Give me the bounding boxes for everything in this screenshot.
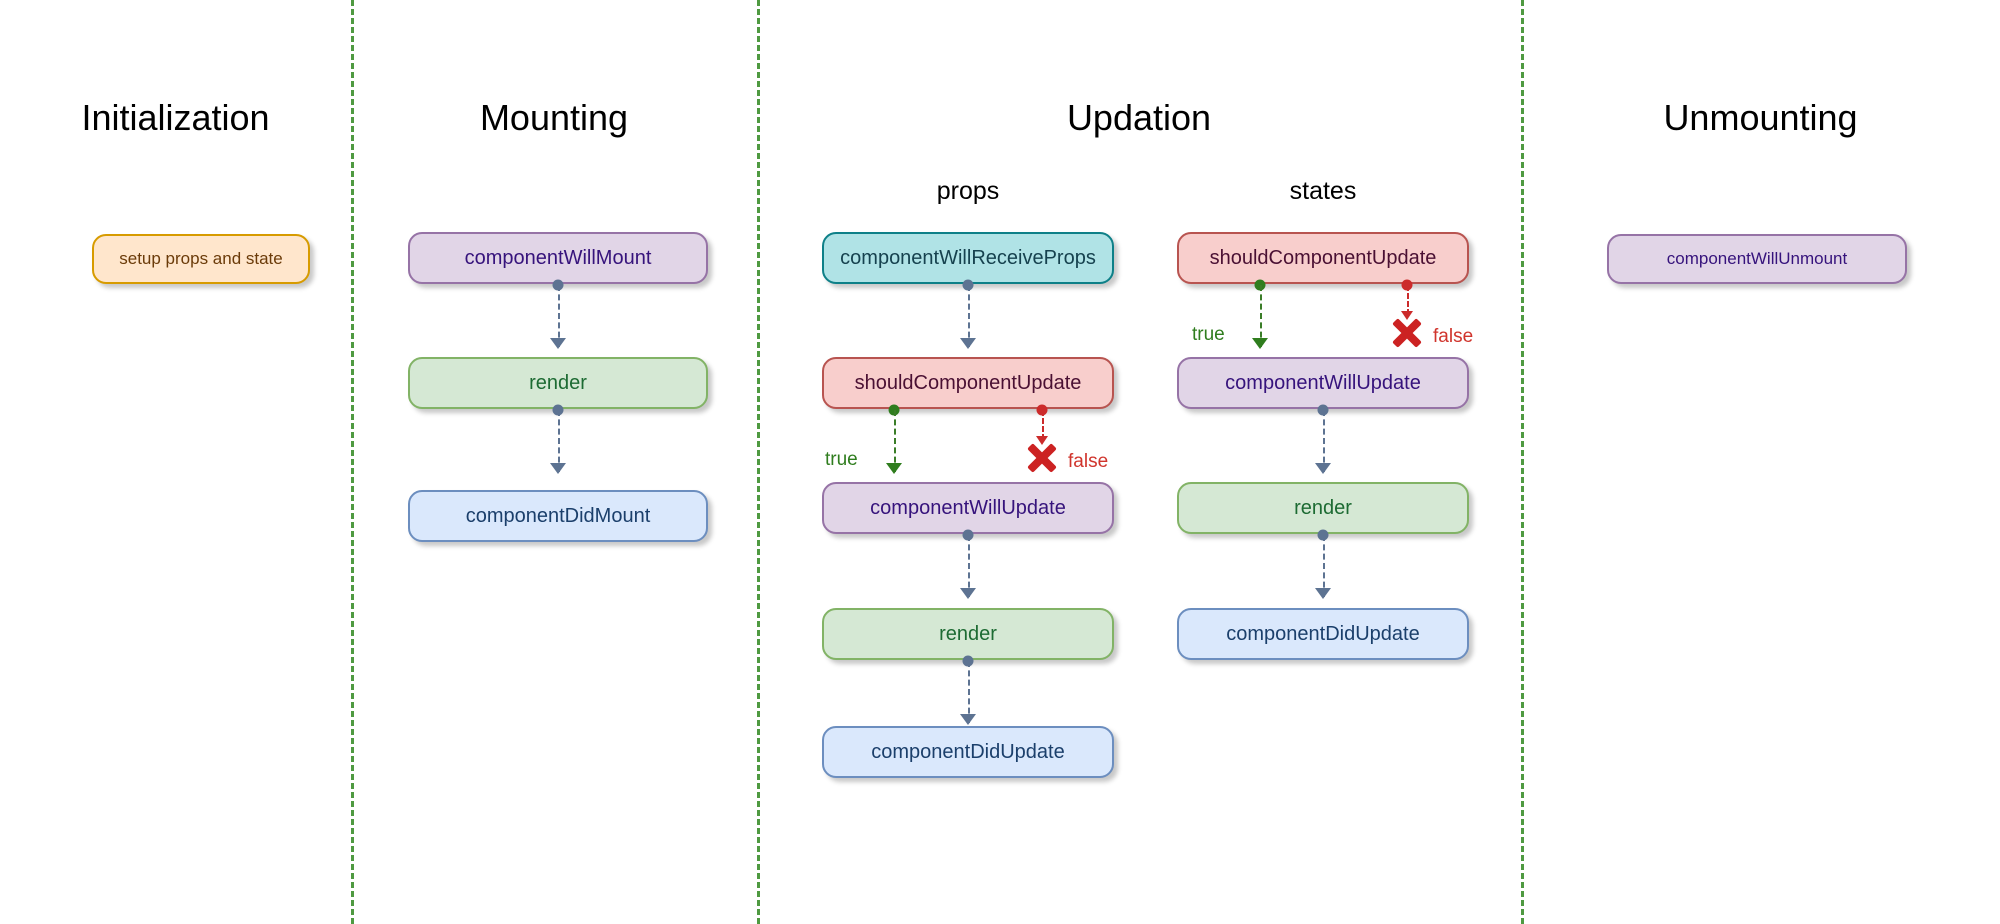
- connector-line: [558, 410, 560, 472]
- connector-line: [968, 535, 970, 597]
- connector-line: [558, 285, 560, 347]
- connector-arrowhead: [960, 338, 976, 349]
- column-divider-3: [1521, 0, 1524, 924]
- branch-arrowhead-false: [1401, 311, 1413, 320]
- node-props-should-component-update[interactable]: shouldComponentUpdate: [822, 357, 1114, 409]
- branch-label-states-false: false: [1433, 326, 1474, 347]
- connector-line: [1323, 410, 1325, 472]
- branch-line-false: [1042, 410, 1044, 440]
- branch-label-props-true: true: [825, 449, 858, 470]
- node-props-component-did-update[interactable]: componentDidUpdate: [822, 726, 1114, 778]
- connector-line: [968, 285, 970, 347]
- node-component-will-receive-props[interactable]: componentWillReceiveProps: [822, 232, 1114, 284]
- node-props-render[interactable]: render: [822, 608, 1114, 660]
- connector-arrowhead: [550, 338, 566, 349]
- branch-arrowhead-true: [1252, 338, 1268, 349]
- column-divider-2: [757, 0, 760, 924]
- branch-label-props-false: false: [1068, 451, 1109, 472]
- column-title-unmounting: Unmounting: [1663, 97, 1858, 138]
- branch-label-states-true: true: [1192, 324, 1225, 345]
- column-divider-1: [351, 0, 354, 924]
- false-x-icon: [1390, 316, 1424, 350]
- connector-arrowhead: [550, 463, 566, 474]
- node-setup-props-and-state[interactable]: setup props and state: [92, 234, 310, 284]
- connector-arrowhead: [1315, 588, 1331, 599]
- node-states-should-component-update[interactable]: shouldComponentUpdate: [1177, 232, 1469, 284]
- branch-line-false: [1407, 285, 1409, 315]
- node-component-did-mount[interactable]: componentDidMount: [408, 490, 708, 542]
- node-states-render[interactable]: render: [1177, 482, 1469, 534]
- branch-line-true: [894, 410, 896, 472]
- node-component-will-unmount[interactable]: componentWillUnmount: [1607, 234, 1907, 284]
- branch-arrowhead-false: [1036, 436, 1048, 445]
- node-states-component-did-update[interactable]: componentDidUpdate: [1177, 608, 1469, 660]
- node-mount-render[interactable]: render: [408, 357, 708, 409]
- subcolumn-title-props: props: [936, 177, 1000, 205]
- column-title-updation: Updation: [1066, 97, 1212, 138]
- connector-arrowhead: [960, 588, 976, 599]
- connector-arrowhead: [960, 714, 976, 725]
- false-x-icon: [1025, 441, 1059, 475]
- subcolumn-title-states: states: [1289, 177, 1357, 205]
- node-component-will-mount[interactable]: componentWillMount: [408, 232, 708, 284]
- branch-arrowhead-true: [886, 463, 902, 474]
- connector-line: [1323, 535, 1325, 597]
- branch-line-true: [1260, 285, 1262, 347]
- node-states-component-will-update[interactable]: componentWillUpdate: [1177, 357, 1469, 409]
- connector-arrowhead: [1315, 463, 1331, 474]
- column-title-initialization: Initialization: [81, 97, 270, 138]
- connector-line: [968, 661, 970, 723]
- node-props-component-will-update[interactable]: componentWillUpdate: [822, 482, 1114, 534]
- column-title-mounting: Mounting: [479, 97, 629, 138]
